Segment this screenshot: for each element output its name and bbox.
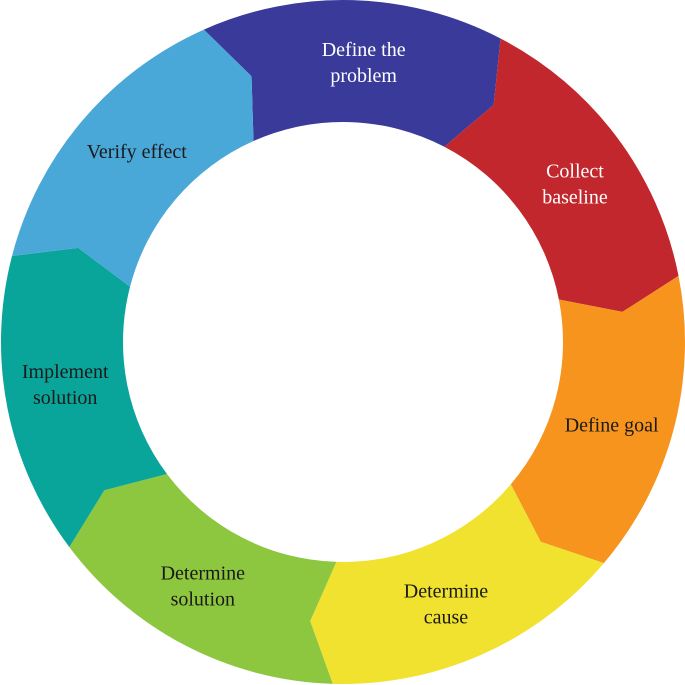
segment-7 [12, 29, 254, 287]
segment-3-label: Define goal [565, 414, 659, 436]
segment-5-label: Determine solution [161, 563, 246, 611]
segment-2 [444, 38, 679, 312]
segment-2-label-line: baseline [542, 186, 608, 208]
segment-6-label: Implement solution [22, 361, 109, 409]
segment-1-label: Define the problem [322, 39, 406, 87]
segment-6-label-line: Implement [22, 361, 109, 383]
segment-5-label-line: Determine [161, 563, 246, 585]
segment-4-label-line: Determine [404, 580, 489, 602]
segment-3-label-line: Define goal [565, 414, 659, 436]
segment-2-label: Collect baseline [542, 160, 608, 208]
segment-1 [203, 0, 501, 147]
segment-6-label-line: solution [33, 387, 97, 409]
segment-1-label-line: problem [330, 65, 397, 87]
segment-5 [69, 473, 337, 684]
segment-5-label-line: solution [171, 589, 235, 611]
segment-4-label-line: cause [424, 606, 469, 628]
segment-4 [310, 484, 604, 685]
segment-6 [0, 247, 167, 548]
segment-7-label-line: Verify effect [87, 141, 188, 163]
segment-4-label: Determine cause [404, 580, 489, 628]
segment-2-label-line: Collect [546, 160, 604, 182]
segment-7-label: Verify effect [87, 141, 188, 163]
segment-3 [510, 275, 685, 564]
segment-1-label-line: Define the [322, 39, 406, 61]
